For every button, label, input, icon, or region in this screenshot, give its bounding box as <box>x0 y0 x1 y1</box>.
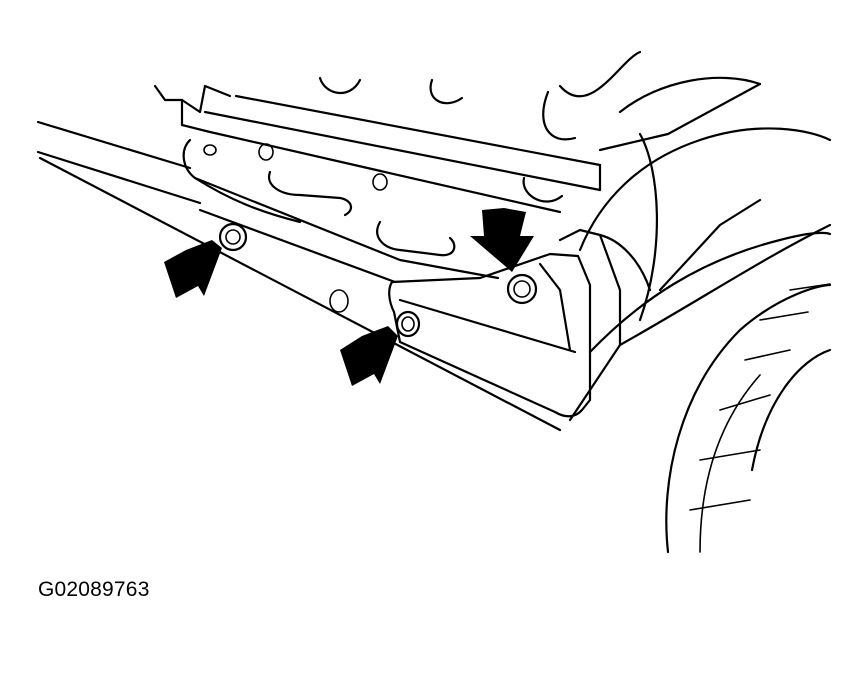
figure-id-label: G02089763 <box>38 578 150 601</box>
bolt-hole-mid <box>329 289 349 313</box>
pointer-arrow-icon <box>164 240 222 298</box>
pointer-arrow-icon <box>470 208 534 272</box>
wheel-well <box>578 127 832 554</box>
side-sill <box>36 120 562 432</box>
pointer-arrow-icon <box>340 326 398 386</box>
crossmember-bracket <box>182 138 564 280</box>
bolt-left <box>218 222 248 252</box>
bolt-center <box>395 310 421 338</box>
bolt-right <box>506 273 538 305</box>
rear-corner-bracket <box>388 228 652 422</box>
floor-pan <box>153 50 762 214</box>
